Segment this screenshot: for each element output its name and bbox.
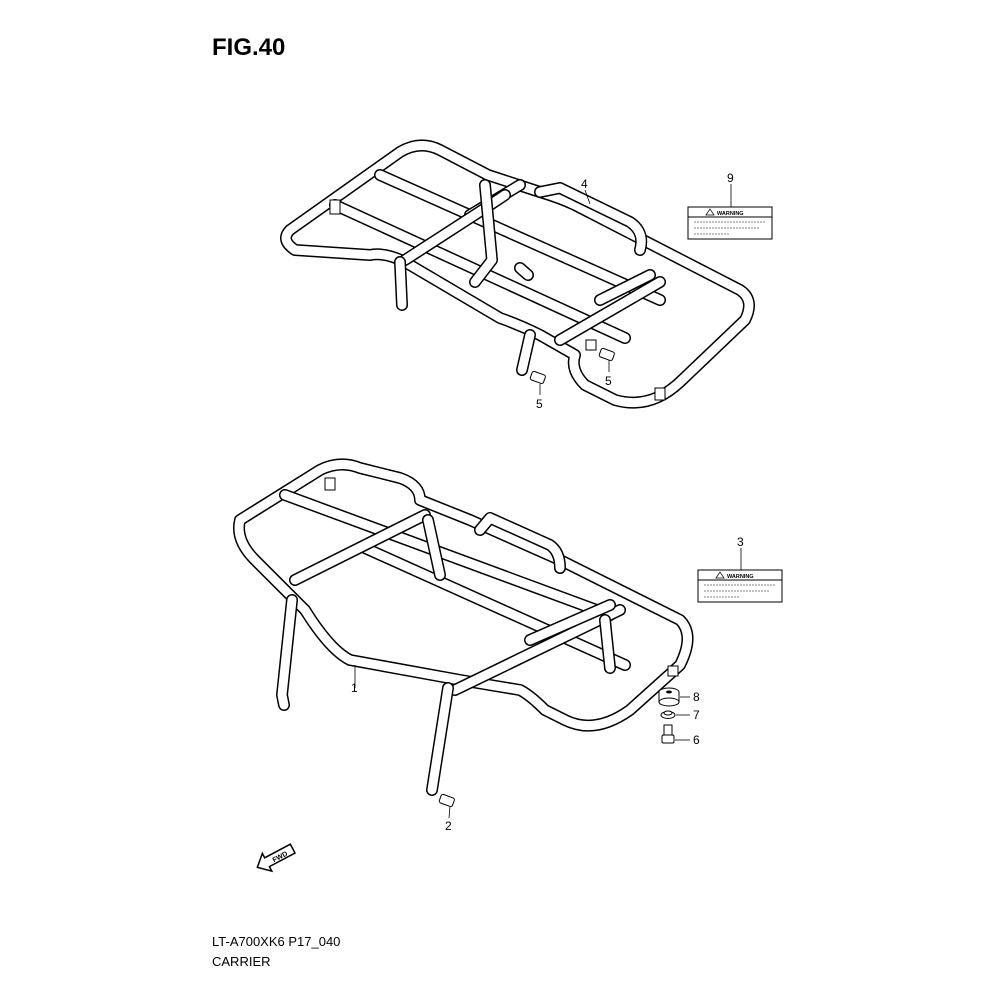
callout-9: 9: [727, 171, 734, 185]
warning-label-3: WARNING: [697, 569, 783, 603]
rear-carrier: [280, 139, 755, 409]
callout-7: 7: [693, 708, 700, 722]
warning-label-9: WARNING: [687, 206, 773, 240]
bolt-2: [438, 793, 455, 808]
callout-3: 3: [737, 535, 744, 549]
bolt-6: [661, 724, 675, 744]
diagram-name: CARRIER: [212, 954, 271, 969]
callout-2: 2: [445, 819, 452, 833]
bolt-5a: [529, 370, 546, 385]
callout-1: 1: [351, 681, 358, 695]
bolt-5b: [598, 347, 615, 362]
fwd-arrow-icon: FWD: [256, 843, 297, 873]
callout-6: 6: [693, 733, 700, 747]
callouts: 4 9 5 5 3 1 2 8 7 6: [351, 171, 744, 833]
diagram-code: LT-A700XK6 P17_040: [212, 934, 341, 949]
callout-4: 4: [581, 177, 588, 191]
washer-7: [660, 710, 676, 719]
callout-5b: 5: [605, 374, 612, 388]
callout-8: 8: [693, 690, 700, 704]
warning-label-9-text: WARNING: [717, 211, 744, 217]
front-carrier: [233, 458, 694, 808]
cushion-8: [658, 687, 680, 707]
warning-label-3-text: WARNING: [727, 574, 754, 580]
callout-5a: 5: [536, 397, 543, 411]
figure-title: FIG.40: [212, 34, 286, 61]
